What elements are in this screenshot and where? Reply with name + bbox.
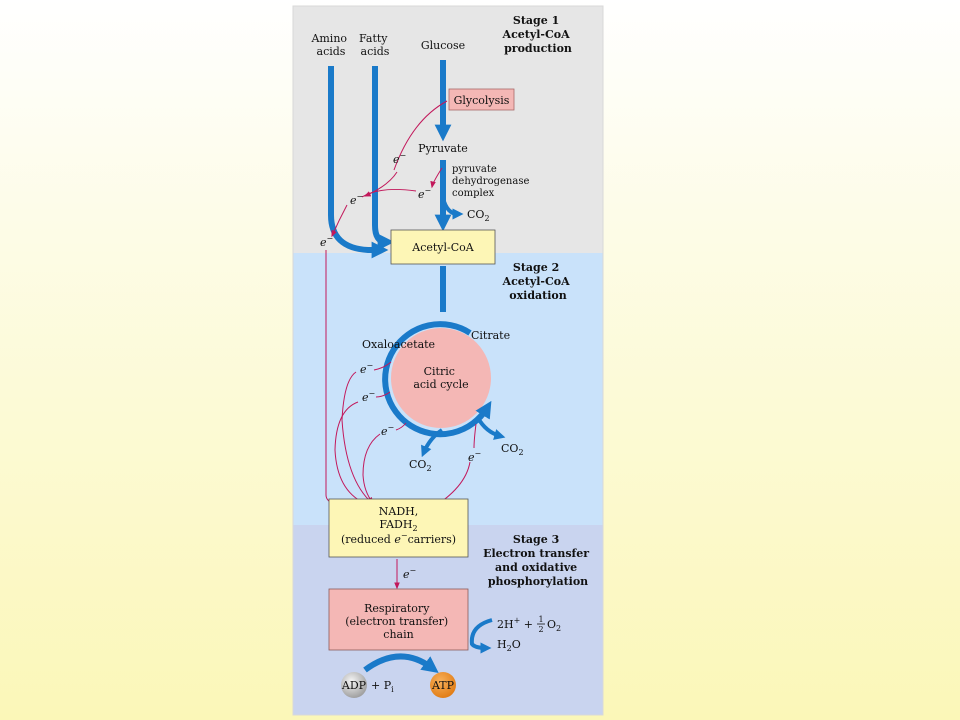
electron-to-amino-arrow-2 — [331, 204, 348, 238]
electron-label-3: e− — [350, 192, 363, 207]
atp-circle — [430, 672, 456, 698]
cycle-electron-arrow-3 — [395, 422, 407, 431]
electron-label-5: e− — [360, 361, 373, 376]
stage3-title: Stage 3 Electron transfer and oxidative … — [483, 533, 593, 588]
stage1-title: Stage 1 Acetyl-CoA production — [502, 14, 574, 55]
reduced-carriers-label: (reduced e−carriers) — [341, 531, 456, 546]
electron-label-7: e− — [381, 423, 394, 438]
co2-label-3: CO2 — [501, 442, 524, 457]
co2-release-arrow-1 — [441, 197, 464, 220]
co2-release-arrow-3 — [476, 416, 506, 440]
figure-border — [292, 5, 604, 716]
stage2-title: Stage 2 Acetyl-CoA oxidation — [502, 261, 574, 302]
glycolysis-label: Glycolysis — [454, 94, 510, 107]
co2-release-arrow-2 — [421, 428, 444, 458]
nadh-fadh2-box — [328, 498, 469, 558]
oxygen-label: O2 — [547, 618, 561, 633]
oxygen-to-water-arrow — [469, 618, 493, 654]
acetyl-coa-box — [390, 229, 496, 265]
amino-acids-flow-arrow — [328, 66, 389, 259]
co2-label-1: CO2 — [467, 208, 490, 223]
glycolysis-electron-arrow — [393, 100, 448, 171]
adp-to-atp-arrow — [363, 653, 439, 674]
respiratory-chain-label: Respiratory (electron transfer) chain — [345, 602, 451, 641]
citric-acid-cycle-label: Citric acid cycle — [413, 365, 468, 391]
cycle-electron-arrow-3b — [362, 433, 381, 505]
electron-label-2: e− — [418, 186, 431, 201]
glycolysis-box — [448, 88, 515, 111]
pyruvate-label: Pyruvate — [418, 142, 468, 155]
electron-label-9: e− — [403, 566, 416, 581]
cycle-electron-arrow-2 — [375, 391, 391, 398]
water-label: H2O — [497, 638, 521, 653]
fadh2-label: FADH2 — [379, 518, 417, 533]
electron-label-4: e− — [320, 234, 333, 249]
pi-label: + Pi — [371, 679, 394, 694]
pdh-complex-label: pyruvate dehydrogenase complex — [452, 164, 533, 199]
amino-acids-label: Amino acids — [310, 32, 350, 58]
citric-acid-cycle-circle — [391, 328, 491, 428]
pdh-electron-arrow — [430, 167, 443, 189]
half-numerator: 1 — [538, 615, 543, 624]
atp-label: ATP — [431, 679, 455, 692]
acetyl-coa-label: Acetyl-CoA — [411, 241, 475, 254]
citrate-label: Citrate — [471, 329, 510, 342]
adp-label: ADP — [341, 679, 367, 692]
fatty-acids-label: Fatty acids — [359, 32, 391, 58]
cycle-electron-arrow-1 — [373, 361, 392, 371]
electron-label-1: e− — [393, 151, 406, 166]
nadh-label: NADH, — [379, 505, 418, 518]
respiratory-chain-box — [328, 588, 469, 651]
citric-acid-cycle-ring-arrow — [382, 321, 492, 438]
co2-label-2: CO2 — [409, 458, 432, 473]
cycle-electron-arrow-4 — [473, 423, 477, 449]
electron-to-amino-arrow — [361, 189, 417, 198]
electron-label-8: e− — [468, 449, 481, 464]
cycle-electron-arrow-1b — [341, 371, 374, 504]
oxygen-reactants-label: 2H+ + — [497, 616, 533, 631]
cycle-electron-arrow-2b — [334, 401, 365, 504]
adp-circle — [341, 672, 367, 698]
oxaloacetate-label: Oxaloacetate — [362, 338, 435, 351]
electron-to-fatty-arrow — [363, 171, 398, 197]
half-denominator: 2 — [538, 625, 543, 634]
electron-label-6: e− — [362, 389, 375, 404]
glucose-label: Glucose — [421, 39, 465, 52]
fatty-acids-flow-arrow — [372, 66, 395, 251]
